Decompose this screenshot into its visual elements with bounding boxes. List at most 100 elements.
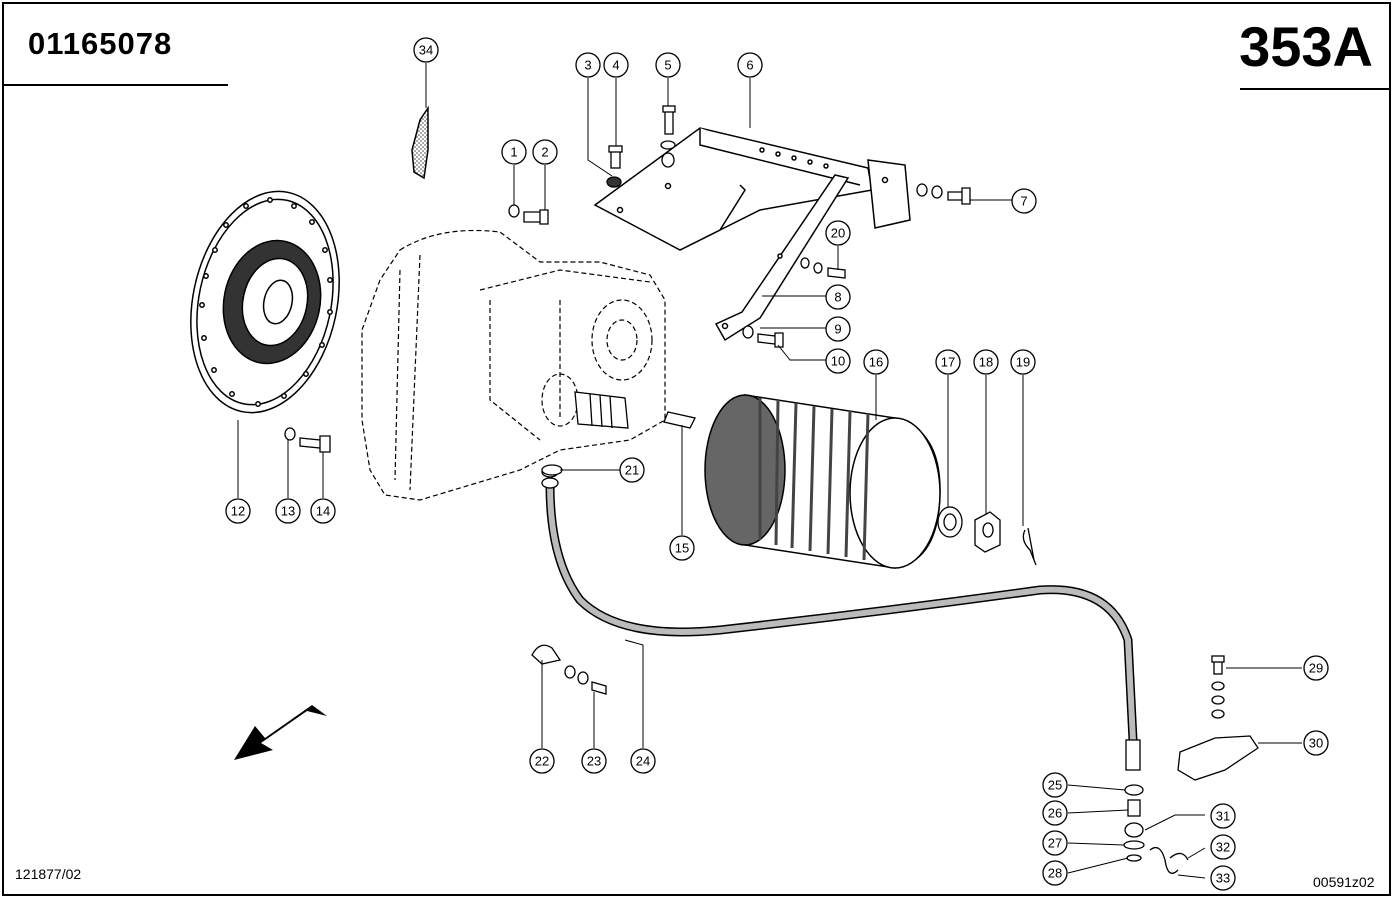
callout-circle — [1011, 188, 1037, 214]
callout-20: 20 — [825, 220, 851, 246]
cover-plate-part — [411, 105, 429, 180]
header-rule-right — [1240, 88, 1391, 90]
callout-28: 28 — [1042, 860, 1068, 886]
callout-13: 13 — [275, 498, 301, 524]
callout-label: 19 — [1016, 355, 1030, 370]
strut-part — [714, 174, 850, 342]
callout-label: 1 — [510, 145, 517, 160]
callout-1: 1 — [501, 139, 527, 165]
output-shaft — [574, 391, 629, 429]
callout-4: 4 — [603, 52, 629, 78]
callout-circle — [1042, 772, 1068, 798]
callout-circle — [501, 139, 527, 165]
callout-label: 27 — [1048, 836, 1062, 851]
callout-circle — [669, 535, 695, 561]
callout-label: 31 — [1216, 809, 1230, 824]
callout-label: 14 — [316, 504, 330, 519]
callout-label: 26 — [1048, 806, 1062, 821]
callout-circle — [581, 748, 607, 774]
footer-left-code: 121877/02 — [15, 866, 82, 882]
callout-19: 19 — [1010, 349, 1036, 375]
castle-nut-part — [974, 511, 1001, 553]
callout-label: 4 — [612, 58, 619, 73]
callout-label: 9 — [834, 322, 841, 337]
callout-5: 5 — [655, 52, 681, 78]
callout-circle — [1303, 730, 1329, 756]
page-number: 353A — [1239, 15, 1373, 78]
callout-label: 23 — [587, 754, 601, 769]
callout-label: 32 — [1216, 840, 1230, 855]
callout-circle — [603, 52, 629, 78]
leader-lines — [237, 63, 1302, 879]
callout-label: 7 — [1020, 194, 1027, 209]
callout-label: 18 — [979, 355, 993, 370]
callout-circle — [630, 748, 656, 774]
callout-32: 32 — [1210, 834, 1236, 860]
clutch-disc-part — [190, 190, 340, 414]
callout-22: 22 — [529, 748, 555, 774]
callout-21: 21 — [619, 457, 645, 483]
callout-6: 6 — [737, 52, 763, 78]
callout-15: 15 — [669, 535, 695, 561]
callout-circle — [225, 498, 251, 524]
callout-label: 25 — [1048, 778, 1062, 793]
callout-label: 3 — [584, 58, 591, 73]
callout-34: 34 — [413, 37, 439, 63]
callout-25: 25 — [1042, 772, 1068, 798]
callout-circle — [532, 139, 558, 165]
callout-label: 2 — [541, 145, 548, 160]
callout-circle — [413, 37, 439, 63]
callout-label: 8 — [834, 290, 841, 305]
washer-17-part — [937, 506, 963, 538]
callout-label: 6 — [746, 58, 753, 73]
document-number: 01165078 — [28, 26, 173, 61]
callout-circle — [575, 52, 601, 78]
callout-circle — [1303, 655, 1329, 681]
callout-circle — [863, 349, 889, 375]
callout-circle — [973, 349, 999, 375]
callout-circle — [529, 748, 555, 774]
callout-circle — [1210, 834, 1236, 860]
callout-circle — [1210, 803, 1236, 829]
callout-circle — [310, 498, 336, 524]
mounting-bracket-part — [593, 127, 911, 251]
callout-label: 5 — [664, 58, 671, 73]
callout-circle — [1010, 349, 1036, 375]
callout-16: 16 — [863, 349, 889, 375]
callout-circle — [619, 457, 645, 483]
callout-circle — [1210, 865, 1236, 891]
callout-10: 10 — [825, 348, 851, 374]
callout-circle — [1042, 830, 1068, 856]
gearbox-housing — [361, 229, 666, 501]
footer-right-code: 00591z02 — [1313, 874, 1375, 890]
callout-label: 22 — [535, 754, 549, 769]
callout-label: 10 — [831, 354, 845, 369]
callout-9: 9 — [825, 316, 851, 342]
callout-label: 34 — [419, 43, 433, 58]
header-rule-left — [2, 84, 228, 86]
cotter-pin-part — [1022, 527, 1037, 566]
callout-27: 27 — [1042, 830, 1068, 856]
callout-circle — [1042, 800, 1068, 826]
callout-circle — [825, 348, 851, 374]
callout-23: 23 — [581, 748, 607, 774]
callout-17: 17 — [935, 349, 961, 375]
callout-label: 30 — [1309, 736, 1323, 751]
callout-circle — [275, 498, 301, 524]
callout-7: 7 — [1011, 188, 1037, 214]
callout-24: 24 — [630, 748, 656, 774]
callout-8: 8 — [825, 284, 851, 310]
callout-label: 21 — [625, 463, 639, 478]
callout-circle — [935, 349, 961, 375]
arrow-down-left-icon — [234, 705, 327, 760]
callout-circle — [825, 316, 851, 342]
callout-circle — [825, 284, 851, 310]
callout-18: 18 — [973, 349, 999, 375]
callout-label: 24 — [636, 754, 650, 769]
callout-label: 20 — [831, 226, 845, 241]
callout-circle — [1042, 860, 1068, 886]
callout-label: 29 — [1309, 661, 1323, 676]
